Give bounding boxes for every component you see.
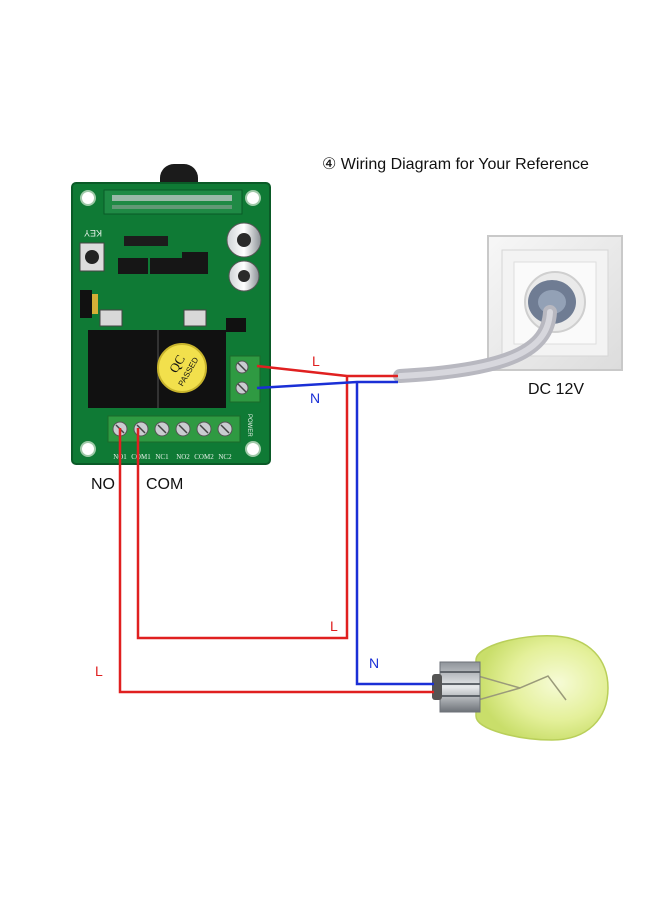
wire-label-neutral-lamp: N: [369, 655, 379, 671]
qc-passed-sticker: QC PASSED: [157, 343, 207, 393]
bulb-glass: [475, 635, 609, 741]
wire-label-neutral-top: N: [310, 390, 320, 406]
terminal-label-no2: NO2: [176, 453, 190, 461]
terminal-label-nc2: NC2: [218, 453, 232, 461]
wire-label-live-lamp: L: [95, 663, 103, 679]
rf-module: [103, 189, 243, 215]
ic-chip: [182, 252, 208, 274]
mounting-hole: [245, 190, 261, 206]
terminal-label-no: NO: [91, 476, 115, 493]
transistor: [99, 309, 123, 327]
live-wire-com-loop: [136, 376, 349, 640]
bulb-base: [439, 661, 481, 713]
transistor: [183, 309, 207, 327]
key-label: KEY: [84, 228, 102, 238]
mounting-hole: [80, 441, 96, 457]
neutral-wire-power: [256, 380, 398, 390]
filament: [477, 675, 567, 701]
mounting-hole: [245, 441, 261, 457]
light-bulb: [432, 635, 609, 741]
power-label: POWER: [246, 414, 252, 437]
terminal-label-nc1: NC1: [155, 453, 169, 461]
wire-label-live-loop: L: [330, 618, 338, 634]
terminal-label-com2: COM2: [194, 453, 214, 461]
neutral-wire-lamp: [355, 382, 434, 686]
jumper-header: [80, 290, 92, 318]
ic-chip: [150, 258, 182, 274]
power-supply-label: DC 12V: [528, 381, 585, 398]
relay-1: [88, 330, 158, 408]
mounting-hole: [80, 190, 96, 206]
wire-label-live-top: L: [312, 353, 320, 369]
receiver-board: KEY QC PASSED: [71, 182, 271, 465]
diagram-title: ④ Wiring Diagram for Your Reference: [322, 156, 589, 173]
wall-socket: [487, 235, 623, 371]
live-wire-lamp: [118, 428, 434, 694]
diode: [226, 318, 246, 332]
terminal-label-com: COM: [146, 476, 184, 493]
terminal-label-com1: COM1: [131, 453, 151, 461]
bulb-tip: [432, 674, 442, 700]
ic-chip: [118, 258, 148, 274]
live-wire-power: [256, 364, 398, 378]
